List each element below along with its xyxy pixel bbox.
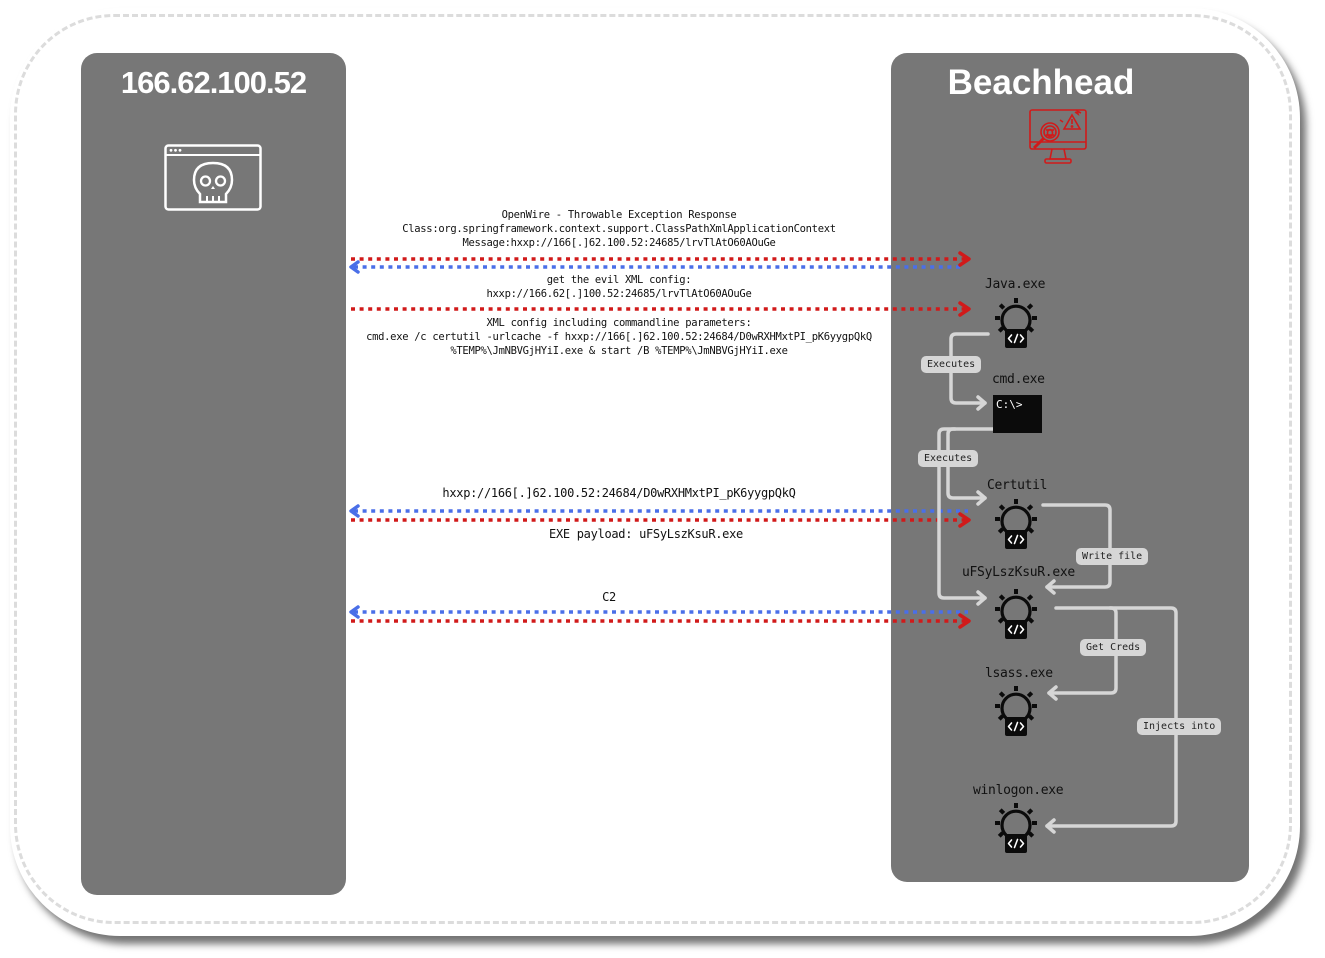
arrowhead-edge — [1045, 818, 1056, 834]
beachhead-host-panel: Beachhead — [891, 53, 1249, 882]
arrowhead-edge — [976, 490, 987, 506]
edge-certutil-write-file — [1041, 503, 1112, 589]
process-label-payload: uFSyLszKsuR.exe — [962, 565, 1075, 580]
arrowhead-left — [349, 605, 360, 619]
cmd-terminal-icon: C:\> — [993, 395, 1042, 433]
edge-label-executes-cmd: Executes — [921, 356, 982, 373]
arrowhead-right — [958, 512, 971, 528]
message-download-url: hxxp://166[.]62.100.52:24684/D0wRXHMxtPI… — [442, 486, 796, 500]
edge-cmd-to-payload — [937, 427, 987, 600]
arrowhead-right — [958, 613, 971, 629]
cmd-prompt-text: C:\> — [996, 398, 1023, 411]
edge-payload-to-winlogon — [1045, 606, 1178, 828]
message-get-xml-config: get the evil XML config: hxxp://166.62[.… — [486, 274, 752, 300]
process-label-cmd: cmd.exe — [992, 372, 1045, 387]
edge-label-injects-into: Injects into — [1137, 718, 1222, 735]
arrowhead-edge — [1045, 579, 1056, 595]
arrowhead-right — [958, 251, 971, 267]
process-gear-icon-lsass — [995, 686, 1037, 736]
arrowhead-edge — [1047, 685, 1058, 701]
malicious-browser-skull-icon — [164, 144, 262, 211]
process-label-java: Java.exe — [985, 277, 1046, 292]
infected-computer-bug-alert-icon — [1029, 109, 1087, 164]
process-label-winlogon: winlogon.exe — [973, 783, 1064, 798]
attacker-host-panel: 166.62.100.52 — [81, 53, 346, 895]
beachhead-host-title: Beachhead — [947, 63, 1135, 102]
process-gear-icon-java — [995, 298, 1037, 348]
arrowhead-left — [349, 504, 360, 518]
process-gear-icon-winlogon — [995, 803, 1037, 853]
arrowhead-right — [958, 301, 971, 317]
diagram-frame-dashed-border — [14, 14, 1292, 924]
process-label-lsass: lsass.exe — [985, 666, 1053, 681]
arrowhead-edge — [976, 590, 987, 606]
edge-label-executes-children: Executes — [918, 450, 979, 467]
process-gear-icon-payload — [995, 589, 1037, 639]
process-label-certutil: Certutil — [987, 478, 1048, 493]
edge-label-get-creds: Get Creds — [1080, 639, 1147, 656]
process-gear-icon-certutil — [995, 499, 1037, 549]
arrowhead-edge — [976, 395, 987, 411]
arrowhead-left — [349, 260, 360, 274]
edge-label-write-file: Write file — [1076, 548, 1149, 565]
message-exe-payload: EXE payload: uFSyLszKsuR.exe — [549, 527, 743, 541]
attacker-host-title: 166.62.100.52 — [120, 65, 307, 100]
message-openwire-exception: OpenWire - Throwable Exception Response … — [402, 209, 836, 249]
message-xml-config-commandline: XML config including commandline paramet… — [366, 317, 872, 357]
message-c2: C2 — [602, 590, 616, 604]
